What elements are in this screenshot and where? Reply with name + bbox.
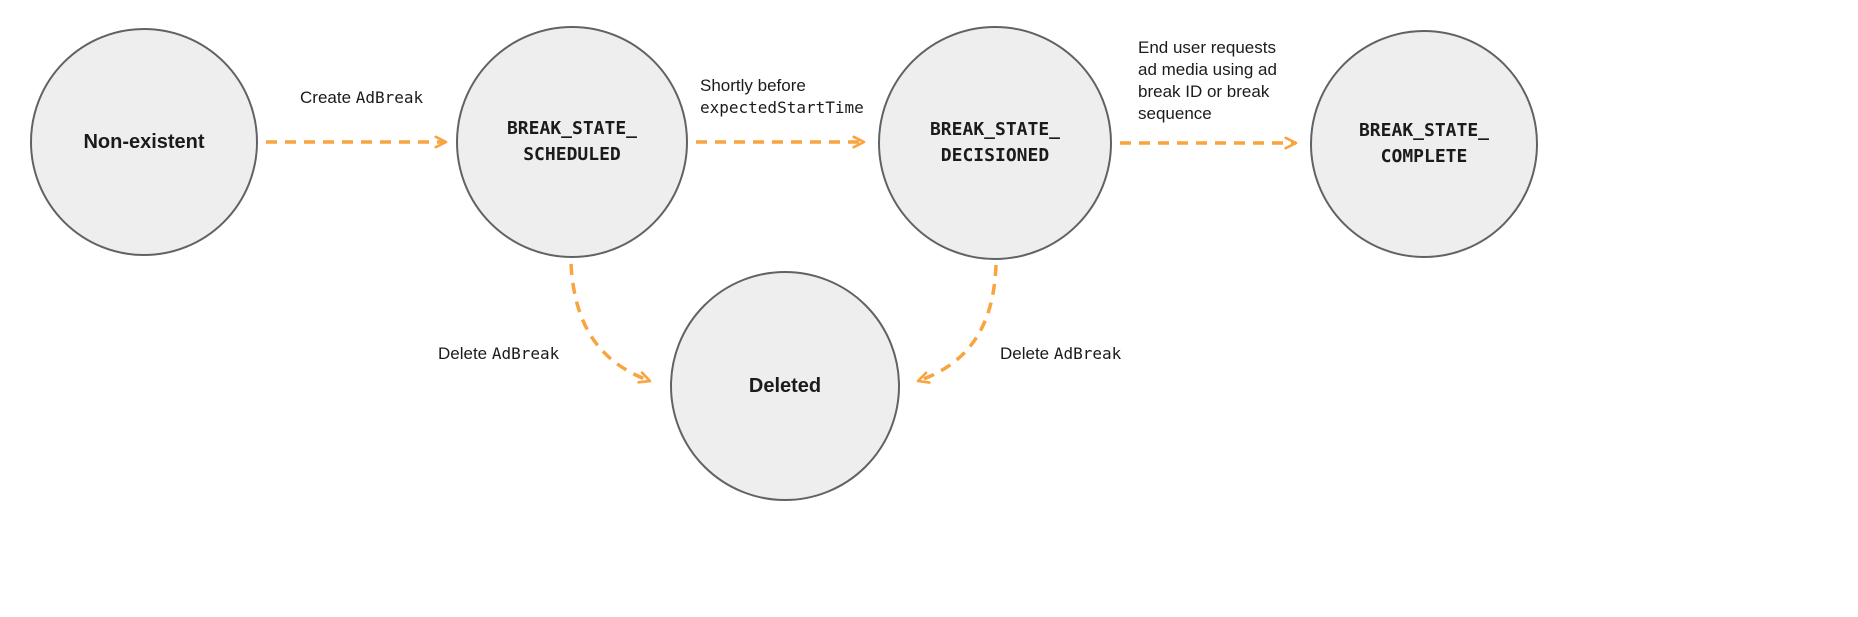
edge-label-line: break ID or break xyxy=(1138,82,1270,101)
edge-label-text: Create xyxy=(300,88,356,107)
node-deleted-label: Deleted xyxy=(748,374,822,397)
node-break-state-scheduled-label: BREAK_STATE_ SCHEDULED xyxy=(507,116,637,168)
edge-label-shortly-before: Shortly before expectedStartTime xyxy=(700,75,864,119)
node-non-existent-label: Non-existent xyxy=(83,130,205,153)
edge-label-line: sequence xyxy=(1138,104,1212,123)
edge-label-end-user-requests: End user requests ad media using ad brea… xyxy=(1138,37,1277,125)
node-deleted: Deleted xyxy=(670,271,900,501)
node-label-line1: BREAK_STATE_ xyxy=(1358,120,1490,141)
edge-delete-adbreak-right-arrow xyxy=(916,264,998,384)
node-break-state-complete: BREAK_STATE_ COMPLETE xyxy=(1310,30,1538,258)
node-break-state-complete-label: BREAK_STATE_ COMPLETE xyxy=(1359,118,1489,170)
node-label-line1: BREAK_STATE_ xyxy=(929,119,1061,140)
edge-label-text: Delete xyxy=(1000,344,1054,363)
node-label-line2: DECISIONED xyxy=(940,145,1050,166)
edge-delete-adbreak-left-arrow xyxy=(569,263,652,384)
edge-label-line: ad media using ad xyxy=(1138,60,1277,79)
node-break-state-decisioned: BREAK_STATE_ DECISIONED xyxy=(878,26,1112,260)
edge-label-text: Shortly before xyxy=(700,76,806,95)
edge-label-code: AdBreak xyxy=(1053,344,1122,363)
edge-label-delete-adbreak-left: Delete AdBreak xyxy=(438,343,559,365)
edge-label-text: Delete xyxy=(438,344,492,363)
edge-label-create-adbreak: Create AdBreak xyxy=(300,87,423,109)
edge-label-code: AdBreak xyxy=(491,344,560,363)
node-label-line1: BREAK_STATE_ xyxy=(506,118,638,139)
edge-label-code: AdBreak xyxy=(355,88,424,107)
node-break-state-scheduled: BREAK_STATE_ SCHEDULED xyxy=(456,26,688,258)
edge-label-code: expectedStartTime xyxy=(700,98,864,117)
node-non-existent: Non-existent xyxy=(30,28,258,256)
node-label-line2: COMPLETE xyxy=(1380,146,1468,167)
edge-label-line: End user requests xyxy=(1138,38,1276,57)
edge-label-delete-adbreak-right: Delete AdBreak xyxy=(1000,343,1121,365)
node-break-state-decisioned-label: BREAK_STATE_ DECISIONED xyxy=(930,117,1060,169)
node-label-line2: SCHEDULED xyxy=(523,144,621,165)
